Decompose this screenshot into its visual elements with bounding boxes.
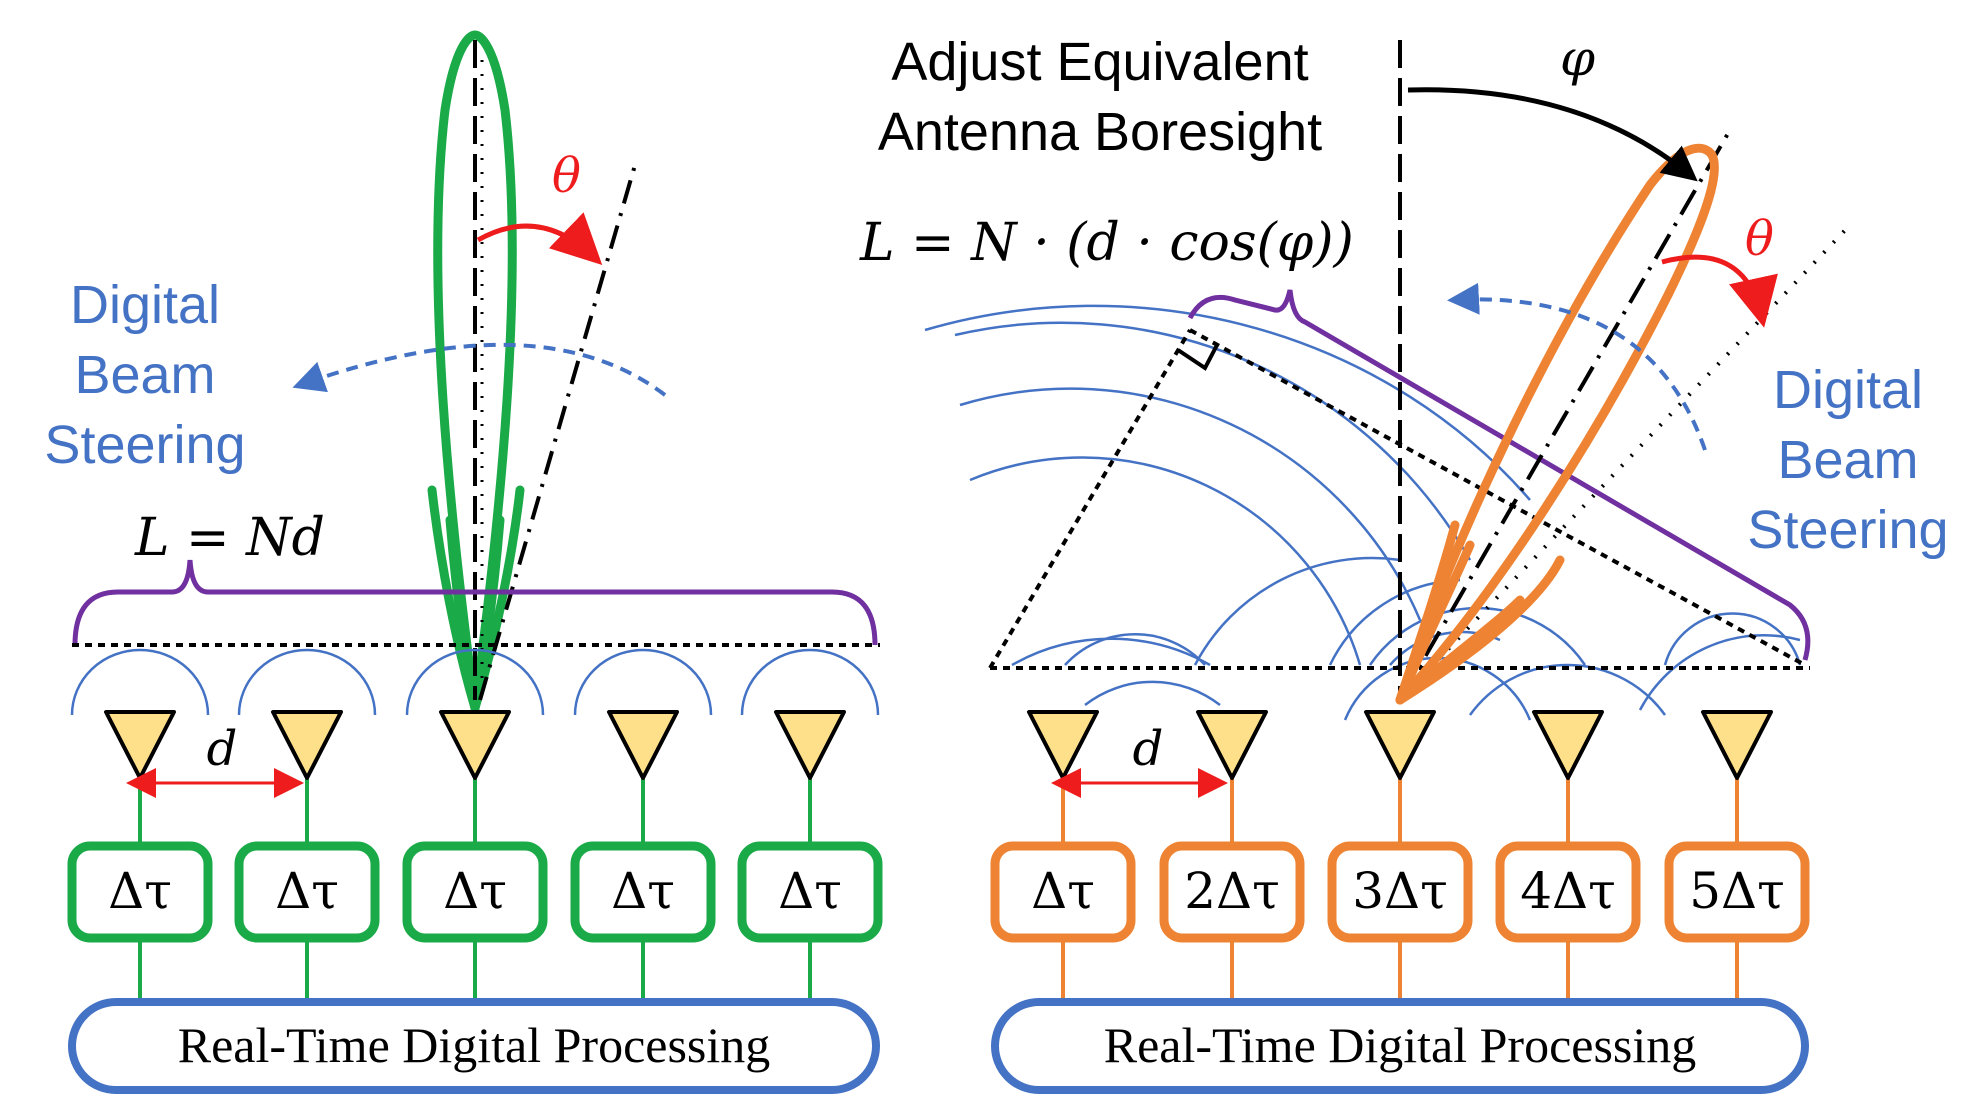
right-triangle-edge-left <box>988 328 1192 670</box>
left-steering-line-3: Steering <box>44 415 245 475</box>
left-theta-arrow <box>476 212 603 265</box>
right-delay-label-1: Δτ <box>1031 862 1095 920</box>
left-element-1: Δτ <box>67 648 213 1004</box>
left-element-5: Δτ <box>737 648 883 1004</box>
right-beam-lobe <box>1395 143 1719 705</box>
left-steering-line-2: Beam <box>74 345 215 405</box>
right-element-2: 2Δτ <box>1159 710 1305 1004</box>
right-phi-label: φ <box>1560 29 1595 87</box>
left-element-4: Δτ <box>570 648 716 1004</box>
right-theta-label: θ <box>1745 211 1774 267</box>
left-theta-label: θ <box>552 148 581 204</box>
right-delay-box-2 <box>1159 841 1305 943</box>
left-antenna-2 <box>271 710 343 780</box>
right-boresight-line-1: Adjust Equivalent <box>891 32 1308 92</box>
left-delay-box-2 <box>234 841 380 943</box>
left-delay-box-1 <box>67 841 213 943</box>
right-angle-mark <box>1176 344 1219 371</box>
left-wavefront-4 <box>573 648 713 716</box>
left-aperture-brace <box>72 559 878 646</box>
left-steering-line-1: Digital <box>70 275 220 335</box>
left-wavefront-2 <box>237 648 377 716</box>
left-processing-box <box>68 998 880 1094</box>
right-element-4: 4Δτ <box>1495 710 1641 1004</box>
left-steering-arrow <box>292 342 667 397</box>
left-delay-label-4: Δτ <box>611 862 675 920</box>
right-antenna-1 <box>1027 710 1099 780</box>
right-antenna-2 <box>1196 710 1268 780</box>
right-delay-box-3 <box>1327 841 1473 943</box>
right-steering-line-2: Beam <box>1777 430 1918 490</box>
right-processing-label: Real-Time Digital Processing <box>1104 1017 1697 1073</box>
left-delay-label-1: Δτ <box>108 862 172 920</box>
right-delay-box-4 <box>1495 841 1641 943</box>
right-boresight-line-2: Antenna Boresight <box>878 102 1322 162</box>
right-delay-label-3: 3Δτ <box>1352 862 1448 920</box>
left-delay-box-3 <box>402 841 548 943</box>
right-delay-label-4: 4Δτ <box>1520 862 1616 920</box>
right-antenna-4 <box>1532 710 1604 780</box>
left-delay-label-5: Δτ <box>778 862 842 920</box>
right-spacing-label: d <box>1133 721 1164 777</box>
left-wavefront-3 <box>405 648 545 716</box>
left-panel: θ Digital Beam Steering L = Nd Δτ Δτ Δτ Δτ Δ… <box>44 30 883 1094</box>
right-aperture-brace <box>1187 289 1811 661</box>
right-steering-line-1: Digital <box>1773 360 1923 420</box>
left-element-2: Δτ <box>234 648 380 1004</box>
right-element-5: 5Δτ <box>1664 710 1810 1004</box>
left-delay-label-2: Δτ <box>275 862 339 920</box>
right-element-3: 3Δτ <box>1327 710 1473 1004</box>
left-delay-box-5 <box>737 841 883 943</box>
right-aperture-label: L = N · (d · cos(φ)) <box>859 213 1354 273</box>
right-delay-label-5: 5Δτ <box>1689 862 1785 920</box>
right-delay-box-1 <box>990 841 1136 943</box>
left-antenna-4 <box>607 710 679 780</box>
right-antenna-5 <box>1701 710 1773 780</box>
left-antenna-3 <box>439 710 511 780</box>
right-phi-arrow <box>1407 87 1698 182</box>
left-beam-lobe <box>427 30 525 713</box>
left-processing-label: Real-Time Digital Processing <box>178 1017 771 1073</box>
left-spacing-label: d <box>207 721 238 777</box>
right-wavefronts <box>924 304 1802 721</box>
right-theta-arrow <box>1661 254 1778 328</box>
left-antenna-5 <box>774 710 846 780</box>
left-antenna-1 <box>104 710 176 780</box>
left-aperture-label: L = Nd <box>134 508 325 568</box>
left-delay-label-3: Δτ <box>443 862 507 920</box>
right-delay-box-5 <box>1664 841 1810 943</box>
left-wavefront-1 <box>70 648 210 716</box>
right-element-1: Δτ <box>990 710 1136 1004</box>
left-element-3: Δτ <box>402 648 548 1004</box>
right-panel: L = N · (d · cos(φ)) φ Adjust Equivalent… <box>859 29 1949 1094</box>
right-antenna-3 <box>1364 710 1436 780</box>
right-delay-label-2: 2Δτ <box>1184 862 1280 920</box>
right-processing-box <box>991 998 1809 1094</box>
left-wavefront-5 <box>740 648 880 716</box>
left-delay-box-4 <box>570 841 716 943</box>
right-equivalent-boresight <box>1398 128 1732 702</box>
right-steering-line-3: Steering <box>1747 500 1948 560</box>
right-steering-arrow <box>1447 282 1707 451</box>
